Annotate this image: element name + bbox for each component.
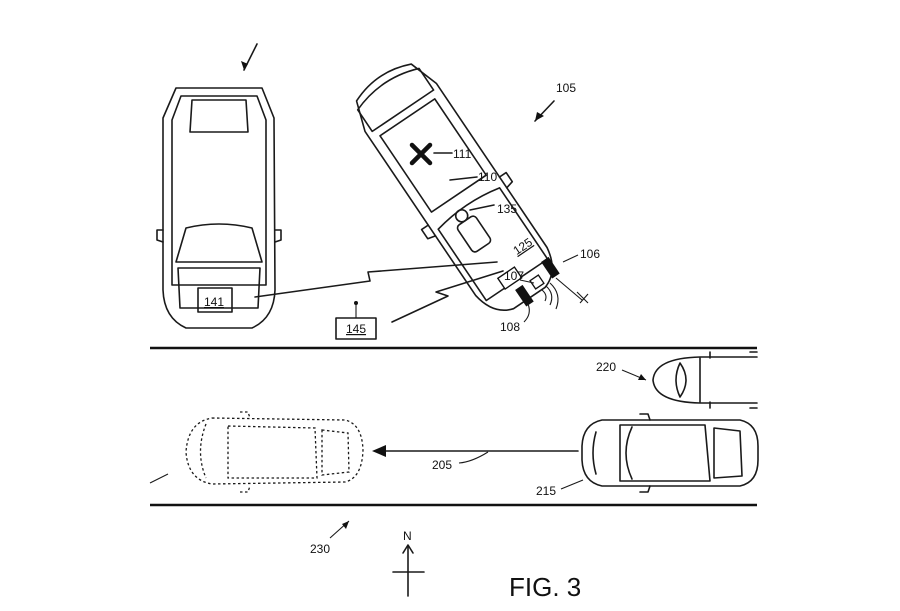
label-205: 205	[432, 458, 452, 472]
label-106: 106	[580, 247, 600, 261]
leader-215	[560, 479, 584, 490]
vehicle-215	[581, 413, 759, 493]
label-141: 141	[204, 295, 224, 309]
vehicle-220	[652, 351, 758, 409]
sensor-107-icon	[529, 274, 545, 290]
projected-vehicle-outline	[185, 411, 364, 493]
antenna-dot-icon	[354, 301, 358, 305]
leader-205	[458, 451, 489, 464]
path-205-arrow-head	[372, 445, 386, 457]
figure-title: FIG. 3	[509, 572, 581, 602]
arrow-head-220	[638, 374, 646, 380]
label-107: 107	[504, 269, 524, 283]
leader-110	[449, 176, 478, 181]
label-125: 125	[511, 235, 536, 258]
marker-x-icon	[409, 142, 433, 166]
arrow-head-230	[342, 521, 349, 529]
label-110: 110	[478, 170, 497, 184]
vehicle-105	[355, 63, 553, 311]
sensor-beam-icon	[555, 277, 589, 304]
label-230: 230	[310, 542, 330, 556]
sensor-106-icon	[541, 256, 560, 279]
leader-106	[562, 254, 579, 263]
parked-vehicle-141	[156, 87, 282, 329]
label-220: 220	[596, 360, 616, 374]
wireless-link-145	[391, 270, 504, 323]
sensor-108-icon	[515, 284, 534, 307]
label-145: 145	[346, 322, 366, 336]
leader-108	[523, 303, 530, 323]
label-105: 105	[556, 81, 576, 95]
label-111: 111	[453, 147, 472, 161]
compass-icon	[392, 544, 425, 597]
label-135: 135	[497, 202, 517, 216]
compass-north-label: N	[403, 529, 412, 543]
device-135-icon	[469, 204, 495, 211]
label-108: 108	[500, 320, 520, 334]
wireless-link-141	[254, 261, 498, 298]
arrow-head-parked	[241, 61, 248, 70]
road-leader-line	[149, 473, 169, 484]
arrow-head-105	[535, 112, 544, 121]
leader-107	[519, 279, 535, 284]
label-215: 215	[536, 484, 556, 498]
wireless-signal-icon	[541, 282, 559, 310]
